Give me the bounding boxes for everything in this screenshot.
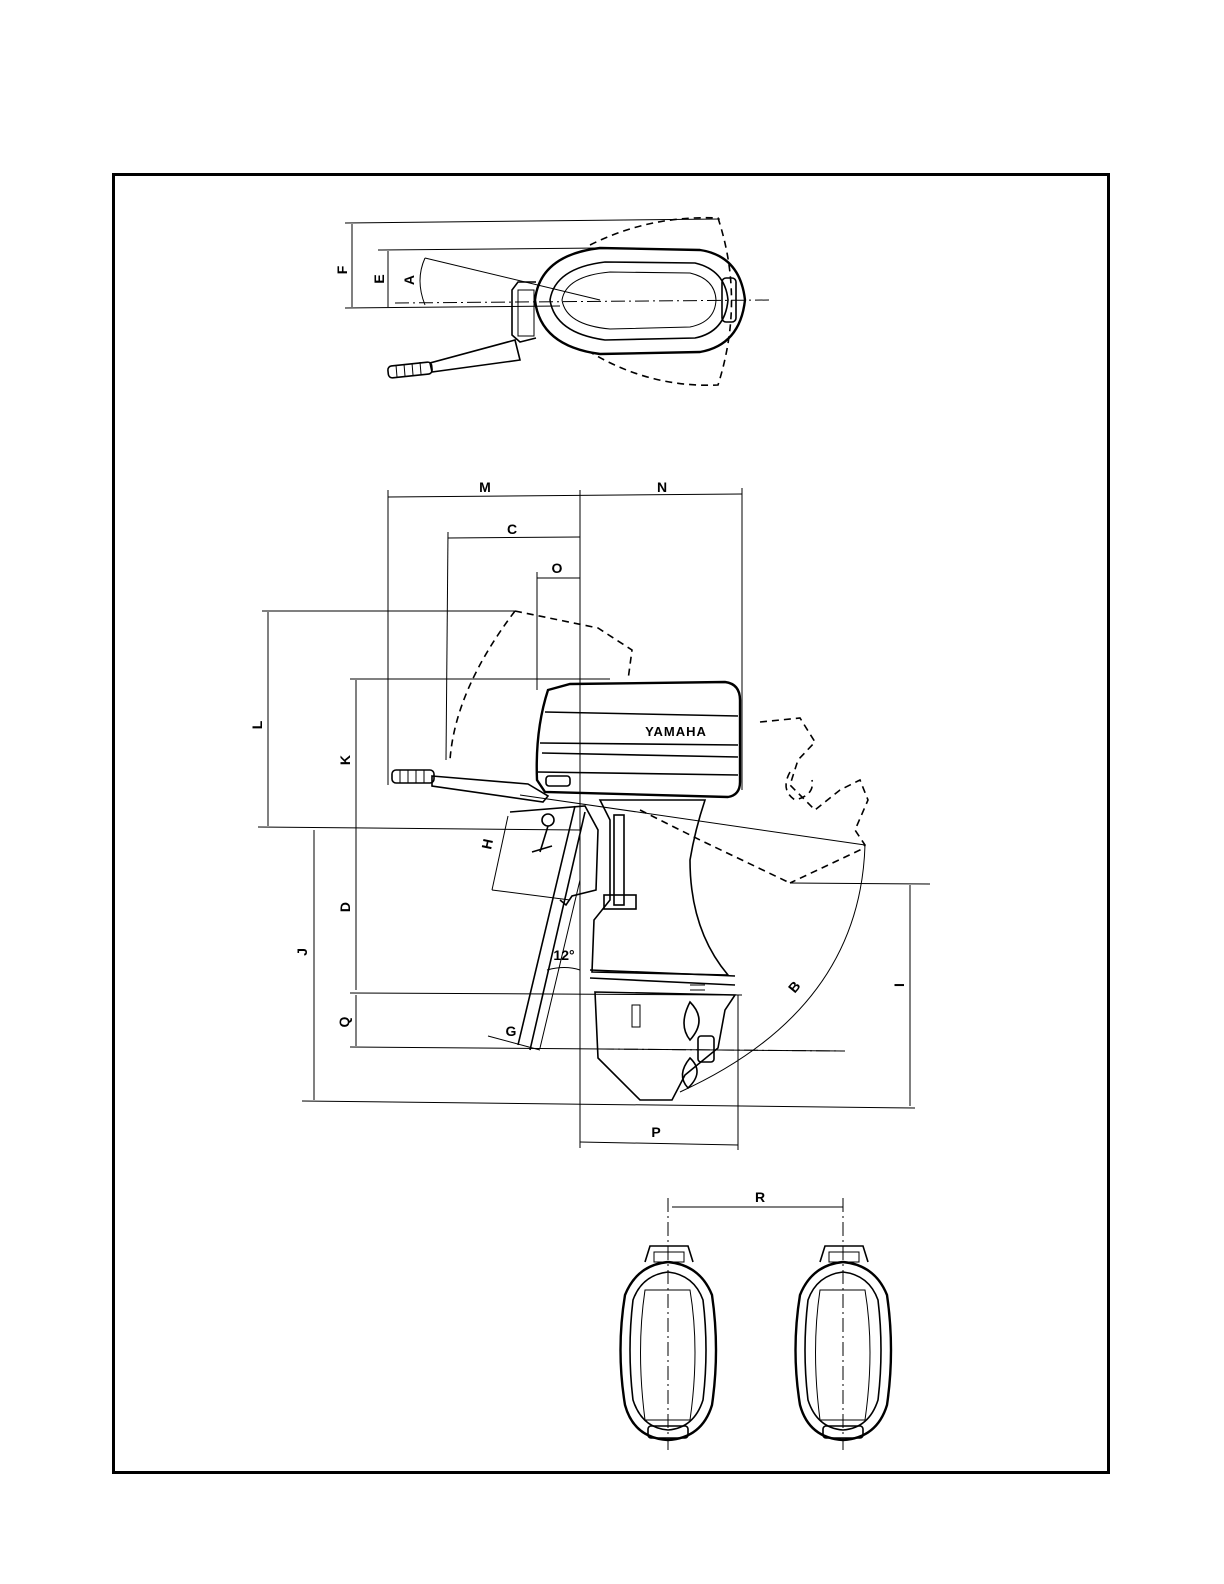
label-r: R (755, 1189, 765, 1205)
midsection-outline (592, 800, 728, 975)
tilt-lower-unit-outline (760, 718, 868, 883)
yamaha-logo: YAMAHA (645, 724, 707, 739)
side-view: M N C O L K D Q J I (249, 479, 930, 1150)
clamp-screw-head (542, 814, 554, 826)
label-o: O (552, 560, 563, 576)
tiller-grip-side (392, 770, 434, 783)
tilt-angle-ray (540, 880, 580, 1048)
label-g: G (506, 1023, 517, 1039)
tiller-grip (387, 362, 432, 379)
label-e: E (371, 274, 387, 283)
propeller-blade-lower (682, 1058, 697, 1088)
label-b: B (785, 978, 804, 996)
angle-a-arc (420, 258, 425, 305)
dim-h-bottom-extension (492, 890, 570, 900)
label-m: M (479, 479, 491, 495)
label-f: F (334, 265, 350, 274)
right-engine (796, 1198, 892, 1450)
dim-l-bottom-extension (258, 827, 580, 830)
angle-12-degrees: 12° (553, 947, 574, 963)
dim-f-bottom-extension (345, 306, 560, 308)
twin-engine-view: R (621, 1189, 892, 1450)
label-a: A (401, 275, 417, 285)
label-p: P (651, 1124, 660, 1140)
dim-e-top-extension (378, 248, 600, 250)
left-engine-bracket (645, 1246, 693, 1262)
dim-c-left-extension (446, 532, 448, 760)
clamp-arm-front (518, 806, 575, 1045)
label-k: K (337, 755, 353, 765)
water-intake (632, 1005, 640, 1027)
dim-p-line (580, 1142, 738, 1145)
clamp-bracket (512, 282, 536, 342)
label-j: J (294, 948, 310, 956)
tiller-handle-side (432, 776, 548, 802)
tilt-shaft-outline (640, 810, 790, 883)
label-n: N (657, 479, 667, 495)
top-centerline (395, 300, 770, 303)
dim-b-arc (680, 845, 865, 1092)
steering-shaft (614, 815, 624, 905)
tilt-cowling-outline (515, 611, 632, 680)
tiller-handle (430, 340, 520, 372)
label-h: H (478, 837, 496, 850)
propeller-blade-upper (684, 1002, 699, 1040)
label-i: I (891, 983, 907, 987)
label-q: Q (336, 1016, 352, 1027)
dim-i-top-extension (790, 883, 930, 884)
dim-m-n-line (388, 494, 742, 497)
dim-c-line (448, 537, 580, 538)
bracket-plate (518, 290, 534, 336)
top-view: F E A (334, 218, 770, 386)
dim-j-bottom-extension (302, 1101, 915, 1108)
right-engine-bracket (820, 1246, 868, 1262)
dim-h-line (492, 816, 508, 890)
tilt-angle-arc (547, 968, 580, 971)
label-d: D (337, 902, 353, 912)
cowling-latch (546, 776, 570, 786)
label-c: C (507, 521, 517, 537)
tilt-swing-outline (450, 611, 515, 760)
left-engine (621, 1198, 717, 1450)
cowling-side-outline (537, 682, 740, 797)
clamp-arm-rear (530, 812, 585, 1050)
label-l: L (249, 720, 265, 729)
